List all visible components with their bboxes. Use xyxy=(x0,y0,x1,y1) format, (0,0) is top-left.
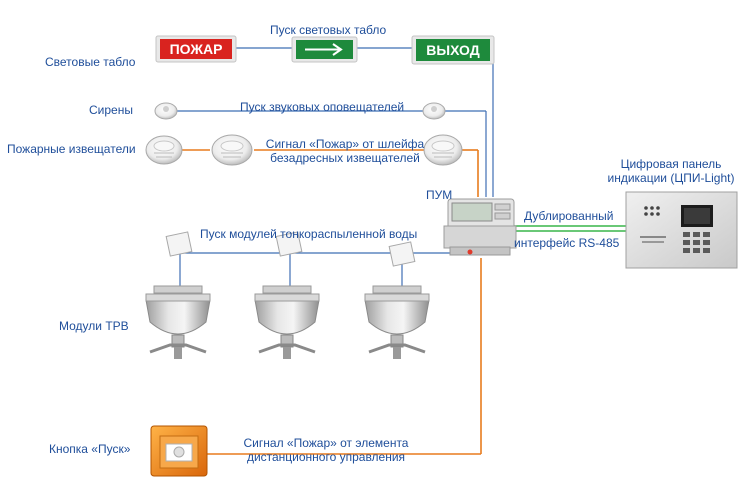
label-pum: ПУМ xyxy=(426,188,453,202)
detector-loop-line xyxy=(181,149,479,197)
light-start-line xyxy=(236,47,494,197)
trv-module xyxy=(364,241,430,359)
label-module-start: Пуск модулей тонкораспыленной воды xyxy=(200,227,418,241)
manual-call-point-icon xyxy=(150,425,208,477)
label-light-boards: Световые табло xyxy=(45,55,136,69)
label-light-start: Пуск световых табло xyxy=(270,23,387,37)
fire-sign-text: ПОЖАР xyxy=(170,41,223,57)
label-indication-panel: Цифровая панель индикации (ЦПИ-Light) xyxy=(596,157,746,185)
fire-sign: ПОЖАР xyxy=(155,35,237,63)
label-rs485: интерфейс RS-485 xyxy=(514,236,620,250)
label-fire-signal-remote: Сигнал «Пожар» от элемента дистанционног… xyxy=(236,436,416,464)
rs485-line xyxy=(514,225,626,232)
label-fire-signal-remote-line-1: Сигнал «Пожар» от элемента xyxy=(243,436,409,450)
exit-sign: ВЫХОД xyxy=(411,35,495,65)
arrow-sign xyxy=(291,36,358,63)
exit-sign-text: ВЫХОД xyxy=(426,42,479,58)
label-detectors: Пожарные извещатели xyxy=(7,142,136,156)
label-trv-modules: Модули ТРВ xyxy=(59,319,129,333)
smoke-detector-icon xyxy=(145,135,183,165)
smoke-detector-icon xyxy=(423,134,463,166)
label-fire-signal-remote-line-2: дистанционного управления xyxy=(246,450,406,464)
siren-icon xyxy=(154,102,178,120)
label-fire-signal-loop: Сигнал «Пожар» от шлейфа безадресных изв… xyxy=(255,137,435,165)
indication-panel xyxy=(625,191,738,269)
label-duplicated: Дублированный xyxy=(524,209,614,223)
trv-module xyxy=(254,231,320,359)
smoke-detector-icon xyxy=(211,134,253,166)
sound-start-line xyxy=(176,110,487,197)
label-fire-signal-loop-line-2: безадресных извещателей xyxy=(270,151,420,165)
remote-button-line xyxy=(207,258,482,455)
label-fire-signal-loop-line-1: Сигнал «Пожар» от шлейфа xyxy=(265,137,425,151)
label-indication-panel-line-1: Цифровая панель xyxy=(620,157,722,171)
label-start-button: Кнопка «Пуск» xyxy=(49,442,131,456)
label-sound-start: Пуск звуковых оповещателей xyxy=(240,100,405,114)
pum-controller xyxy=(443,198,517,256)
siren-icon xyxy=(422,102,446,120)
label-indication-panel-line-2: индикации (ЦПИ-Light) xyxy=(607,171,735,185)
trv-module xyxy=(145,231,211,359)
label-sirens: Сирены xyxy=(89,103,133,117)
